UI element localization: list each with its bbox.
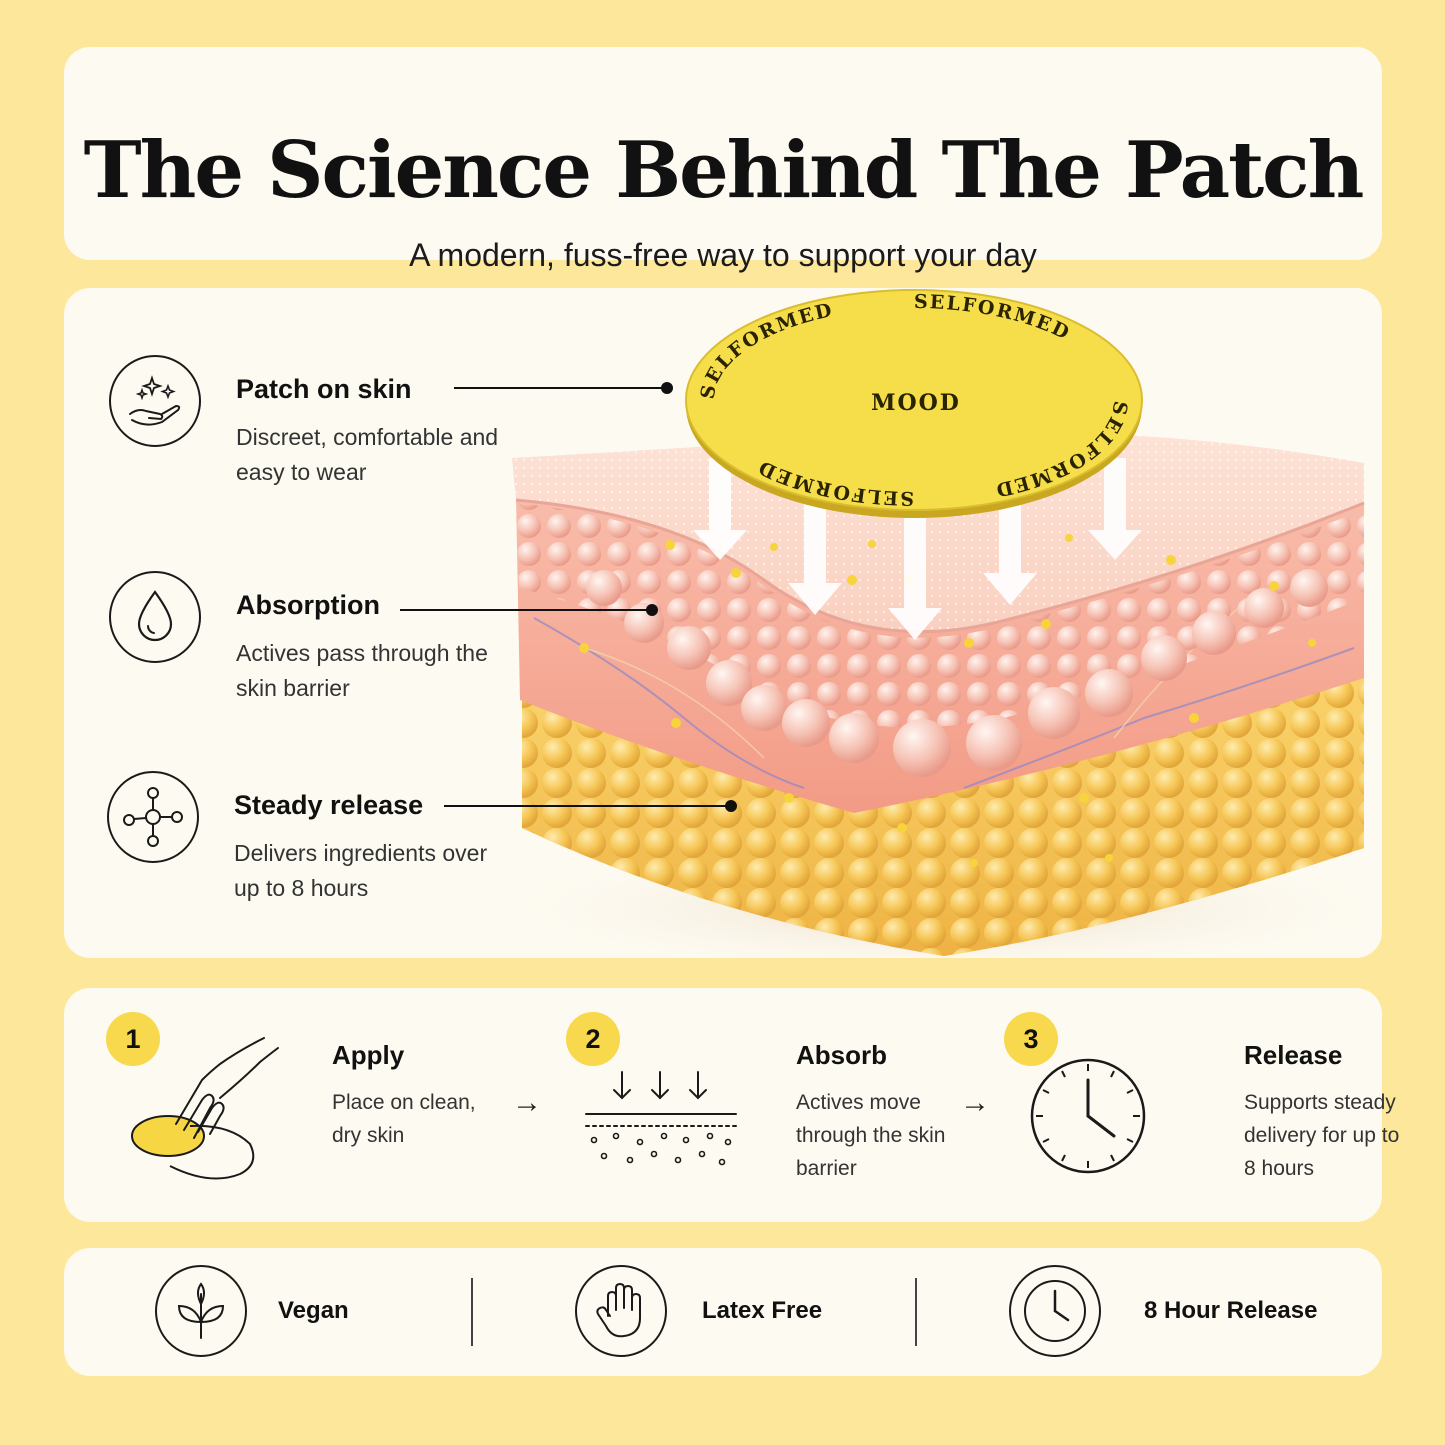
feature-title: Absorption [236, 590, 380, 620]
patch-center-label: MOOD [871, 390, 961, 416]
science-card: SELFORMED SELFORMED SELFORMED SELFORMED … [64, 288, 1382, 958]
feature-steady-release: Steady release Delivers ingredients over… [102, 770, 542, 920]
step-arrow: → [960, 1086, 990, 1119]
badge-divider [471, 1278, 473, 1346]
hand-icon [575, 1265, 667, 1357]
badge-vegan: Vegan [154, 1248, 454, 1376]
step-description: Supports steady delivery for up to 8 hou… [1244, 1091, 1400, 1180]
step-number-badge: 1 [106, 1012, 160, 1066]
badge-label: 8 Hour Release [1144, 1297, 1318, 1324]
step-description: Place on clean, dry skin [332, 1091, 476, 1147]
feature-description: Actives pass through the skin barrier [236, 640, 488, 701]
absorption-arrows [693, 458, 1142, 640]
feature-patch-on-skin: Patch on skin Discreet, comfortable and … [104, 354, 544, 504]
page-subtitle: A modern, fuss-free way to support your … [409, 237, 1037, 273]
hand-sparkles-icon [109, 355, 201, 447]
step-description: Actives move through the skin barrier [796, 1091, 946, 1180]
clock-icon [1030, 1058, 1146, 1174]
step-release: 3 Release Supports steady delivery for u… [994, 988, 1399, 1222]
steps-card: 1 Apply Place on clean, dry skin → 2 [64, 988, 1399, 1222]
step-title: Apply [332, 1040, 405, 1070]
hand-applying-patch-icon [131, 1037, 279, 1180]
badge-8-hour-release: 8 Hour Release [1008, 1248, 1348, 1376]
active-particles [579, 534, 1316, 867]
badges-card: Vegan Latex Free 8 Hour Release [64, 1248, 1382, 1376]
leader-lines [400, 382, 737, 812]
badge-label: Latex Free [702, 1297, 823, 1324]
step-title: Release [1244, 1040, 1343, 1070]
header-card: The Science Behind The Patch A modern, f… [64, 47, 1382, 273]
feature-title: Patch on skin [236, 374, 412, 404]
step-apply: 1 Apply Place on clean, dry skin → [64, 988, 564, 1222]
step-number-badge: 2 [566, 1012, 620, 1066]
absorption-arrows-icon [585, 1071, 737, 1166]
clock-icon [1009, 1265, 1101, 1357]
feature-absorption: Absorption Actives pass through the skin… [104, 570, 544, 720]
badge-divider [915, 1278, 917, 1346]
step-title: Absorb [796, 1040, 887, 1070]
feature-description: Discreet, comfortable and easy to wear [236, 424, 499, 485]
feature-title: Steady release [234, 790, 424, 820]
feature-description: Delivers ingredients over up to 8 hours [234, 840, 488, 901]
droplet-icon [109, 571, 201, 663]
skin-cell-bubbles [586, 569, 1328, 777]
leaf-sprout-icon [155, 1265, 247, 1357]
molecule-icon [107, 771, 199, 863]
skin-cross-section-illustration: SELFORMED SELFORMED SELFORMED SELFORMED … [400, 289, 1382, 958]
step-arrow: → [512, 1086, 542, 1119]
page-title: The Science Behind The Patch [83, 125, 1365, 216]
badge-label: Vegan [278, 1297, 349, 1324]
step-number-badge: 3 [1004, 1012, 1058, 1066]
badge-latex-free: Latex Free [574, 1248, 894, 1376]
step-absorb: 2 Absorb Actives move through the skin b… [564, 988, 994, 1222]
patch-disc: SELFORMED SELFORMED SELFORMED SELFORMED … [685, 289, 1143, 518]
